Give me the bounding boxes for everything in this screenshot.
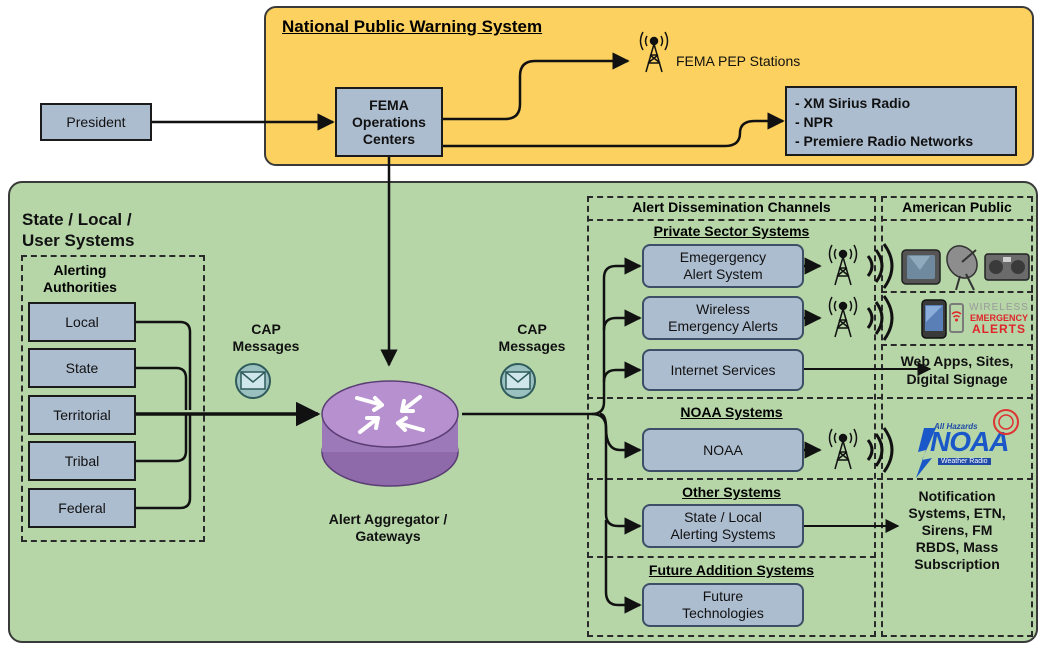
signal-waves-icon-noaa: [866, 427, 894, 473]
radio-network-item: - NPR: [795, 114, 834, 130]
radio-network-item: - Premiere Radio Networks: [795, 133, 974, 149]
authority-tribal[interactable]: Tribal: [28, 441, 136, 481]
envelope-icon-right: [500, 363, 536, 399]
envelope-icon-left: [235, 363, 271, 399]
arrow-to-noaa: [591, 412, 642, 459]
american-public-title: American Public: [902, 199, 1012, 215]
radio-tower-icon-wea: [828, 296, 858, 338]
noaa-weather-radio-logo: All Hazards NOAA Weather Radio: [918, 420, 1018, 476]
public-header-divider: [881, 219, 1033, 221]
wea-logo: WIRELESS EMERGENCY ALERTS: [966, 302, 1032, 335]
noaa-logo-line: NOAA: [930, 426, 1009, 457]
line-federal: [136, 413, 192, 510]
wea-logo-line: WIRELESS: [969, 302, 1029, 313]
smartphone-icon: [921, 299, 947, 339]
signal-waves-icon-eas: [866, 243, 894, 289]
router-icon: [321, 380, 459, 487]
other-section-divider: [587, 478, 1033, 480]
noaa-section-divider: [587, 397, 1033, 399]
authority-federal[interactable]: Federal: [28, 488, 136, 528]
future-systems-title: Future Addition Systems: [648, 562, 815, 578]
wea-logo-icon: [949, 303, 964, 333]
future-section-divider: [587, 556, 876, 558]
radio-tower-icon-eas: [828, 244, 858, 286]
dissemination-title: Alert Dissemination Channels: [632, 199, 831, 215]
noaa-logo-icon: [916, 409, 1019, 478]
american-public-group: [881, 196, 1033, 637]
eas-box[interactable]: Emegergency Alert System: [642, 244, 804, 288]
wea-box[interactable]: Wireless Emergency Alerts: [642, 296, 804, 340]
dissemination-group: [587, 196, 876, 637]
public-divider-internet: [881, 344, 1033, 346]
wea-logo-line: EMERGENCY: [969, 313, 1028, 323]
notification-label: Notification Systems, ETN, Sirens, FM RB…: [908, 488, 1006, 572]
line-tribal: [136, 413, 188, 463]
radio-tower-icon-noaa: [828, 428, 858, 470]
line-state: [136, 366, 188, 410]
authority-local[interactable]: Local: [28, 302, 136, 342]
future-technologies-box[interactable]: Future Technologies: [642, 583, 804, 627]
signal-waves-icon-wea: [866, 295, 894, 341]
satellite-dish-icon: [946, 245, 978, 291]
state-local-alerting-box[interactable]: State / Local Alerting Systems: [642, 504, 804, 548]
tv-icon: [901, 249, 941, 285]
private-sector-title: Private Sector Systems: [653, 223, 810, 239]
aggregator-label: Alert Aggregator / Gateways: [328, 511, 448, 544]
noaa-logo-line: All Hazards: [934, 422, 978, 431]
arrow-to-state-local: [599, 412, 642, 535]
arrow-fema-pep: [443, 52, 630, 121]
radio-network-item: - XM Sirius Radio: [795, 95, 911, 111]
fema-operations-box[interactable]: FEMA Operations Centers: [335, 87, 443, 157]
president-box[interactable]: President: [40, 103, 152, 141]
pep-stations-label: FEMA PEP Stations: [676, 53, 801, 69]
noaa-logo-line: Weather Radio: [938, 458, 991, 465]
arrow-to-wea: [602, 309, 642, 331]
noaa-box[interactable]: NOAA: [642, 428, 804, 472]
alerting-authorities-title: Alerting Authorities: [43, 262, 117, 295]
alerting-authorities-group: [21, 255, 205, 542]
radio-networks-box[interactable]: - XM Sirius Radio - NPR - Premiere Radio…: [785, 86, 1017, 156]
noaa-systems-title: NOAA Systems: [680, 404, 783, 420]
arrow-to-eas: [591, 257, 642, 416]
arrow-fema-radio: [443, 112, 785, 148]
other-systems-title: Other Systems: [682, 484, 781, 500]
arrow-to-future: [604, 520, 642, 614]
cap-messages-label-left: CAP Messages: [232, 321, 300, 354]
public-divider-web: [881, 291, 1033, 293]
radio-receiver-icon: [984, 253, 1030, 281]
npws-title: National Public Warning System: [282, 17, 543, 36]
authority-state[interactable]: State: [28, 348, 136, 388]
arrow-to-internet: [602, 361, 642, 383]
state-local-panel: [8, 181, 1038, 643]
internet-services-box[interactable]: Internet Services: [642, 349, 804, 391]
wea-logo-line: ALERTS: [972, 322, 1026, 336]
authority-territorial[interactable]: Territorial: [28, 395, 136, 435]
state-local-title: State / Local / User Systems: [22, 210, 135, 250]
cap-messages-label-right: CAP Messages: [498, 321, 566, 354]
line-local: [136, 320, 192, 410]
dissemination-header-divider: [587, 219, 876, 221]
radio-tower-icon-pep: [639, 31, 669, 73]
